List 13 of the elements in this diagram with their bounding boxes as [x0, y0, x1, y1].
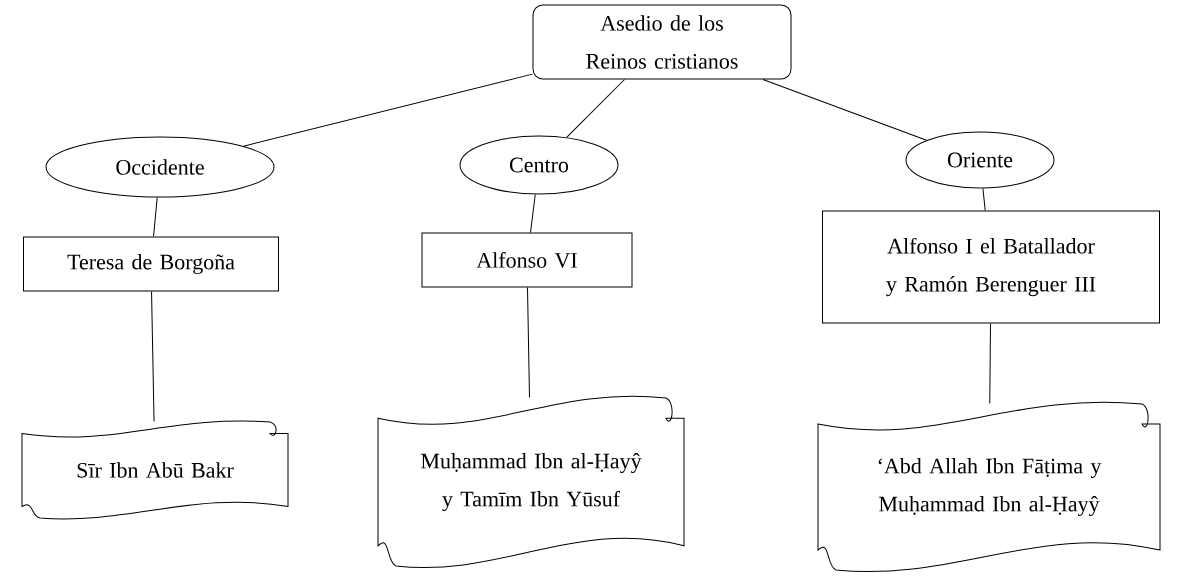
connector-line — [982, 188, 986, 211]
connector-line — [151, 291, 155, 422]
connector-line — [527, 287, 530, 398]
connector-line — [989, 323, 991, 404]
ruler-box: Alfonso I el Batallador y Ramón Berenguer III — [822, 210, 1160, 324]
ruler-box: Teresa de Borgoña — [23, 236, 279, 292]
title-box: Asedio de los Reinos cristianos — [532, 4, 792, 80]
connector-line — [566, 79, 626, 138]
connector-line — [762, 79, 928, 141]
connector-line — [530, 193, 536, 233]
ruler-box: Alfonso VI — [421, 232, 633, 288]
connector-line — [153, 197, 158, 237]
connector-line — [243, 73, 533, 147]
